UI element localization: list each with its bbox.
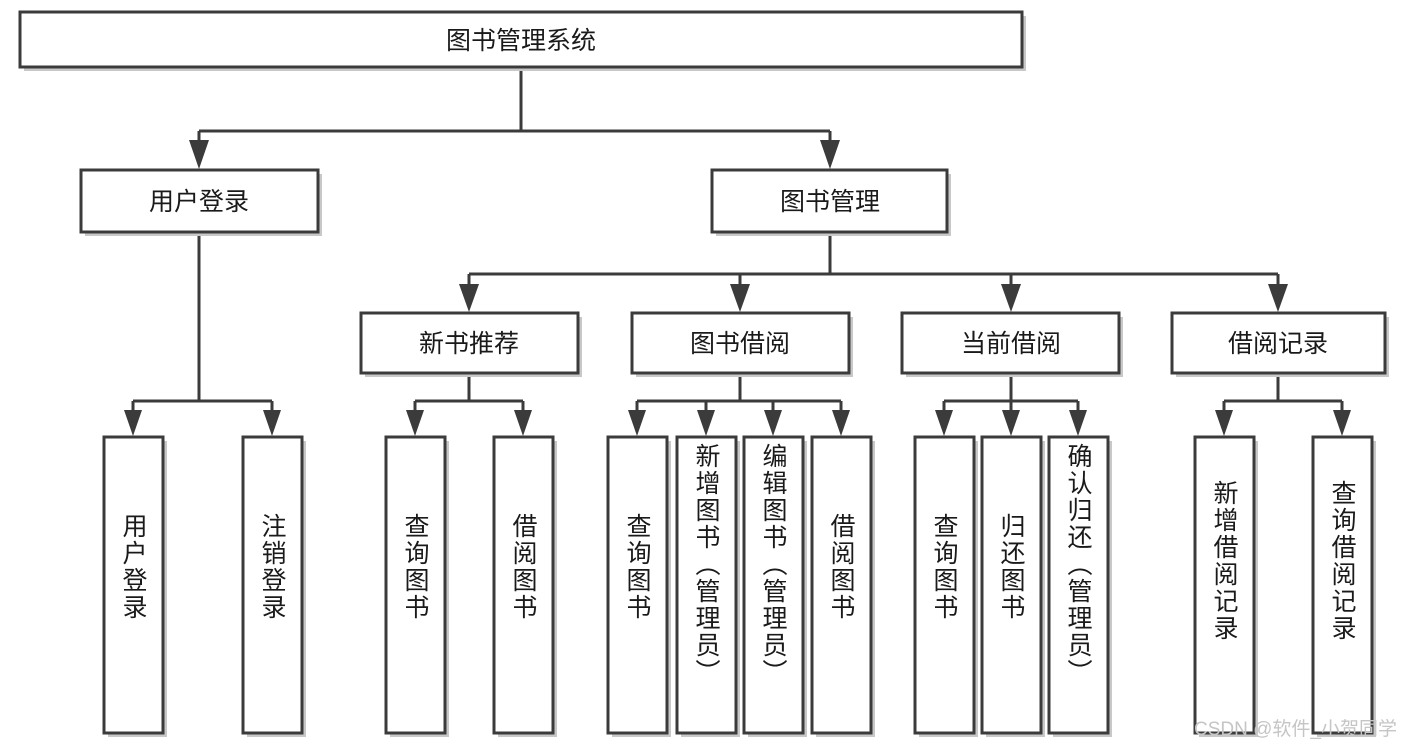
node-label-leaf-query-record: 查询借阅记录: [1328, 480, 1357, 642]
node-box: [675, 435, 738, 735]
node-box: [913, 435, 976, 735]
arrow-head-icon: [628, 410, 646, 436]
node-label-leaf-query-book-1: 查询图书: [401, 513, 430, 621]
node-label-book-borrow: 图书借阅: [690, 330, 790, 358]
node-label-book-manage: 图书管理: [780, 188, 880, 216]
arrow-head-icon: [1215, 410, 1233, 436]
node-new-book-recommend[interactable]: 新书推荐: [359, 311, 582, 377]
arrow-head-icon: [514, 410, 532, 436]
node-box: [1193, 435, 1256, 735]
node-label-leaf-user-logout: 注销登录: [258, 513, 287, 621]
node-box: [1311, 435, 1374, 735]
node-leaf-query-book-2[interactable]: 查询图书: [606, 435, 671, 737]
node-borrow-record[interactable]: 借阅记录: [1170, 311, 1389, 377]
node-label-current-borrow: 当前借阅: [961, 330, 1061, 358]
arrow-head-icon: [263, 410, 281, 436]
arrow-head-icon: [1002, 410, 1020, 436]
node-leaf-borrow-book-2[interactable]: 借阅图书: [810, 435, 875, 737]
arrow-head-icon: [935, 410, 953, 436]
node-label-leaf-borrow-book-2: 借阅图书: [827, 513, 856, 621]
arrow-head-icon: [697, 410, 715, 436]
node-book-manage[interactable]: 图书管理: [710, 168, 951, 236]
arrow-head-icon: [730, 284, 750, 312]
node-current-borrow[interactable]: 当前借阅: [900, 311, 1123, 377]
connector-layer: [131, 67, 1344, 410]
node-label-leaf-add-record: 新增借阅记录: [1210, 480, 1239, 642]
node-label-new-book-recommend: 新书推荐: [419, 330, 519, 358]
arrow-head-icon: [189, 140, 209, 169]
node-leaf-user-login[interactable]: 用户登录: [102, 435, 167, 737]
node-label-borrow-record: 借阅记录: [1228, 330, 1328, 358]
arrow-head-icon: [459, 284, 479, 312]
node-box: [79, 168, 320, 234]
node-box: [359, 311, 580, 375]
arrow-head-icon: [832, 410, 850, 436]
node-leaf-return-book[interactable]: 归还图书: [980, 435, 1045, 737]
node-leaf-borrow-book-1[interactable]: 借阅图书: [492, 435, 557, 737]
node-label-root: 图书管理系统: [446, 27, 596, 55]
node-box: [630, 311, 851, 375]
node-label-leaf-query-book-2: 查询图书: [623, 513, 652, 621]
node-box: [980, 435, 1043, 735]
arrowhead-layer: [124, 140, 1351, 436]
node-box: [241, 435, 304, 735]
node-book-borrow[interactable]: 图书借阅: [630, 311, 853, 377]
node-box: [810, 435, 873, 735]
node-label-leaf-user-login: 用户登录: [119, 513, 148, 621]
node-box: [710, 168, 949, 234]
node-leaf-add-record[interactable]: 新增借阅记录: [1193, 435, 1258, 737]
node-leaf-query-book-3[interactable]: 查询图书: [913, 435, 978, 737]
node-box: [102, 435, 165, 735]
arrow-head-icon: [406, 410, 424, 436]
arrow-head-icon: [1001, 284, 1021, 312]
node-user-login[interactable]: 用户登录: [79, 168, 322, 236]
arrow-head-icon: [124, 410, 142, 436]
node-root[interactable]: 图书管理系统: [18, 10, 1026, 71]
arrow-head-icon: [1333, 410, 1351, 436]
node-label-user-login: 用户登录: [149, 188, 249, 216]
node-box: [18, 10, 1024, 69]
node-box: [900, 311, 1121, 375]
arrow-head-icon: [1069, 410, 1087, 436]
node-label-leaf-edit-book: 编辑图书（管理员）: [759, 443, 788, 686]
node-leaf-confirm-return[interactable]: 确认归还（管理员）: [1047, 435, 1112, 737]
node-label-leaf-borrow-book-1: 借阅图书: [509, 513, 538, 621]
node-leaf-edit-book[interactable]: 编辑图书（管理员）: [742, 435, 807, 737]
node-box: [742, 435, 805, 735]
arrow-head-icon: [820, 140, 840, 169]
node-box: [492, 435, 555, 735]
arrow-head-icon: [764, 410, 782, 436]
node-label-leaf-confirm-return: 确认归还（管理员）: [1064, 443, 1093, 686]
node-label-leaf-add-book: 新增图书（管理员）: [692, 443, 721, 686]
node-box: [384, 435, 447, 735]
node-box: [1170, 311, 1387, 375]
node-leaf-user-logout[interactable]: 注销登录: [241, 435, 306, 737]
node-box: [1047, 435, 1110, 735]
node-label-leaf-query-book-3: 查询图书: [930, 513, 959, 621]
node-leaf-query-book-1[interactable]: 查询图书: [384, 435, 449, 737]
node-leaf-query-record[interactable]: 查询借阅记录: [1311, 435, 1376, 737]
node-box: [606, 435, 669, 735]
arrow-head-icon: [1268, 284, 1288, 312]
node-leaf-add-book[interactable]: 新增图书（管理员）: [675, 435, 740, 737]
node-label-leaf-return-book: 归还图书: [997, 513, 1026, 621]
